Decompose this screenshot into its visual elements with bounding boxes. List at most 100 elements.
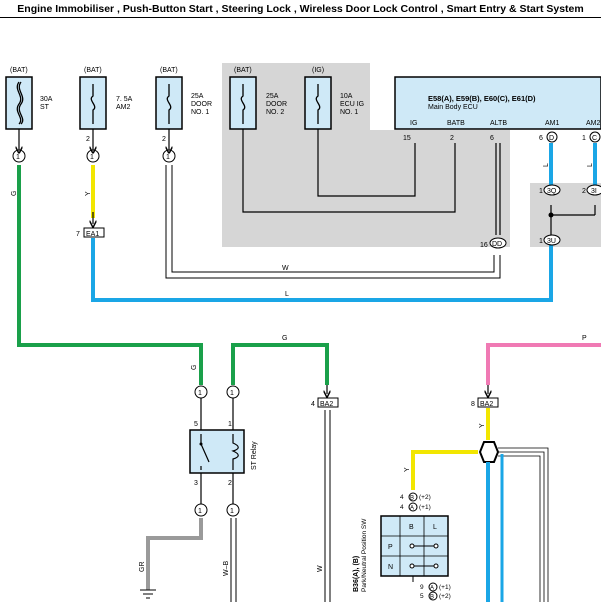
svg-text:(BAT): (BAT)	[10, 67, 28, 74]
svg-text:Y: Y	[404, 467, 411, 472]
main-body-ecu: E58(A), E59(B), E60(C), E61(D) Main Body…	[394, 76, 601, 130]
svg-text:3Q: 3Q	[547, 188, 557, 195]
svg-text:EA1: EA1	[86, 231, 99, 238]
svg-text:3I: 3I	[591, 188, 597, 195]
connector-3i: 2 3I	[582, 184, 601, 196]
svg-text:2: 2	[450, 135, 454, 142]
svg-text:(+2): (+2)	[419, 494, 431, 501]
svg-text:25A: 25A	[266, 93, 279, 100]
svg-text:1: 1	[230, 390, 234, 397]
svg-text:GR: GR	[139, 562, 146, 573]
svg-text:1: 1	[228, 421, 232, 428]
svg-text:E58(A), E59(B), E60(C), E61(D): E58(A), E59(B), E60(C), E61(D)	[428, 94, 536, 103]
wire-batb	[242, 143, 456, 213]
svg-text:P: P	[582, 335, 587, 342]
svg-text:B: B	[409, 524, 414, 531]
ecu-shaded-area	[222, 63, 510, 247]
wire-splice	[478, 441, 500, 463]
wire-gray-gr	[146, 518, 203, 590]
svg-text:16: 16	[480, 242, 488, 249]
svg-text:(+1): (+1)	[419, 504, 431, 511]
svg-text:W–B: W–B	[223, 561, 230, 577]
fuse-door-no2: (BAT) 25A DOOR NO. 2	[229, 67, 287, 130]
svg-text:A: A	[430, 586, 434, 592]
svg-text:ST: ST	[40, 104, 50, 111]
wire-yellow-pnp	[411, 450, 478, 490]
connector-dd: 16 DD	[480, 237, 507, 249]
svg-text:B: B	[430, 595, 434, 601]
svg-text:BA2: BA2	[320, 401, 333, 408]
fuse-am2: (BAT) 7. 5A AM2	[79, 67, 133, 130]
svg-text:NO. 2: NO. 2	[266, 109, 284, 116]
connector-3q: 1 3Q	[539, 184, 561, 196]
svg-text:4: 4	[400, 494, 404, 501]
svg-text:G: G	[191, 365, 198, 370]
svg-text:2: 2	[162, 136, 166, 143]
svg-text:2: 2	[86, 136, 90, 143]
diagram-title: Engine Immobiliser , Push-Button Start ,…	[17, 3, 584, 15]
svg-text:9: 9	[420, 584, 424, 591]
svg-text:7: 7	[76, 231, 80, 238]
svg-text:2: 2	[228, 480, 232, 487]
wire-green-st	[17, 165, 203, 385]
svg-text:4: 4	[311, 401, 315, 408]
connector-relay-bottom: 1 1	[194, 473, 240, 517]
svg-text:1: 1	[16, 154, 20, 161]
wire-green-ba2	[231, 343, 329, 385]
svg-text:(+1): (+1)	[439, 584, 451, 591]
svg-text:ST Relay: ST Relay	[251, 441, 258, 470]
svg-text:(BAT): (BAT)	[84, 67, 102, 74]
fuse-door-no1: (BAT) 25A DOOR NO. 1	[155, 67, 212, 130]
svg-text:ECU IG: ECU IG	[340, 101, 364, 108]
svg-text:AM2: AM2	[586, 120, 601, 127]
svg-text:(+2): (+2)	[439, 593, 451, 600]
svg-text:30A: 30A	[40, 96, 53, 103]
connector-am2-pin: 2 1	[86, 129, 100, 163]
st-relay: 5 1 3 2 ST Relay	[189, 421, 258, 487]
connector-ba2-left: 4 BA2	[311, 385, 339, 408]
svg-text:ALTB: ALTB	[490, 120, 507, 127]
svg-text:2: 2	[582, 188, 586, 195]
svg-text:6: 6	[490, 135, 494, 142]
svg-text:A: A	[410, 506, 414, 512]
svg-text:L: L	[285, 291, 289, 298]
wire-pink-p	[486, 343, 601, 385]
svg-text:Park/Neutral Position SW: Park/Neutral Position SW	[361, 518, 368, 592]
svg-text:W: W	[317, 565, 324, 572]
connector-relay-top: 1 1	[194, 385, 240, 430]
connector-3u: 1 3U	[539, 234, 561, 246]
title-rule	[0, 17, 601, 18]
connector-door1-pin: 2 1	[162, 129, 176, 163]
svg-text:Y: Y	[479, 423, 486, 428]
wire-shielded	[498, 447, 549, 602]
svg-text:L: L	[543, 163, 550, 167]
connector-ea1: 7 EA1	[76, 212, 105, 238]
connector-ba2-right: 8 BA2	[471, 385, 499, 408]
wire-wb	[230, 518, 237, 602]
wire-ig	[317, 143, 416, 197]
svg-text:DD: DD	[492, 241, 502, 248]
svg-text:25A: 25A	[191, 93, 204, 100]
svg-text:1: 1	[166, 154, 170, 161]
park-neutral-switch: 4 B (+2) 4 A (+1) B L P N B36(A), (B) Pa…	[353, 492, 451, 601]
svg-text:1: 1	[539, 238, 543, 245]
svg-text:L: L	[587, 163, 594, 167]
svg-text:N: N	[388, 564, 393, 571]
svg-text:W: W	[282, 265, 289, 272]
svg-text:15: 15	[403, 135, 411, 142]
svg-text:(BAT): (BAT)	[234, 67, 252, 74]
svg-text:G: G	[11, 191, 18, 196]
svg-text:5: 5	[420, 593, 424, 600]
svg-text:(IG): (IG)	[312, 67, 324, 74]
svg-text:5: 5	[194, 421, 198, 428]
svg-text:P: P	[388, 544, 393, 551]
svg-text:AM2: AM2	[116, 104, 131, 111]
svg-text:Y: Y	[85, 191, 92, 196]
svg-text:1: 1	[539, 188, 543, 195]
svg-text:1: 1	[230, 508, 234, 515]
svg-text:1: 1	[198, 390, 202, 397]
wire-blue-l	[91, 238, 553, 302]
svg-text:7. 5A: 7. 5A	[116, 96, 133, 103]
svg-text:B: B	[410, 496, 414, 502]
